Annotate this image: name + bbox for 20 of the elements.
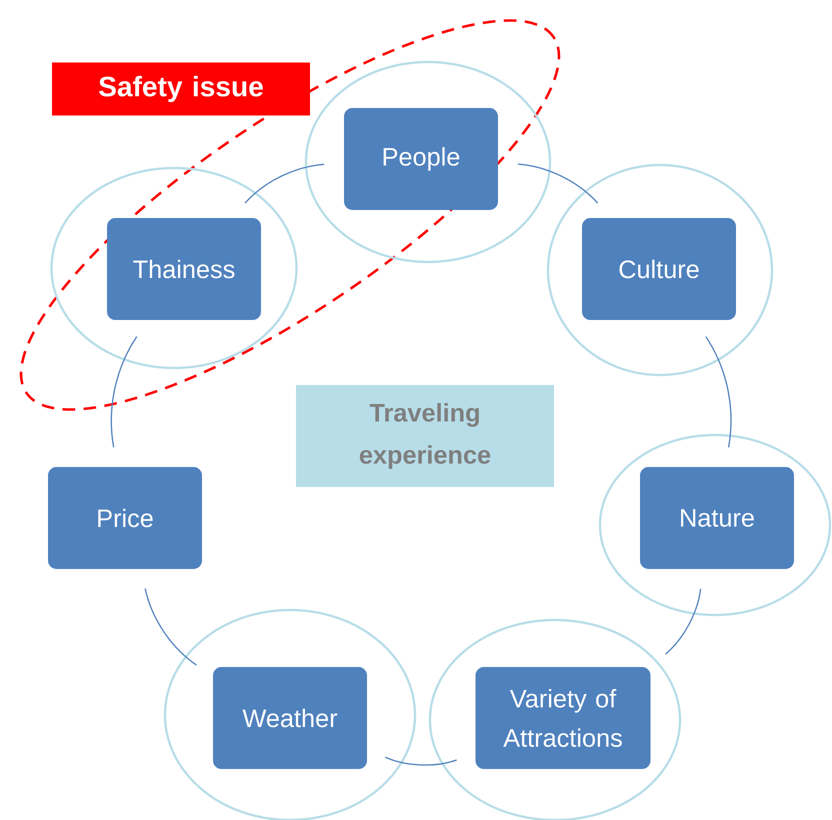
- ring-ellipse: [598, 434, 832, 616]
- topic-box: Weather: [213, 667, 367, 769]
- topic-box: People: [344, 108, 498, 210]
- connector-arc: [244, 164, 324, 204]
- ring-ellipse: [50, 166, 298, 370]
- topic-box: Variety of Attractions: [476, 667, 650, 769]
- ring-ellipse: [546, 164, 774, 376]
- label-box: Safety issue: [52, 62, 310, 116]
- topic-box: Culture: [582, 218, 736, 320]
- connector-arc: [385, 756, 457, 766]
- topic-box: Nature: [640, 467, 794, 569]
- connector-arc: [665, 588, 702, 655]
- connector-arc: [705, 336, 732, 448]
- connector-arc: [110, 336, 138, 448]
- ring-ellipse: [304, 60, 552, 264]
- topic-box: Thainess: [107, 218, 261, 320]
- connector-arc: [518, 164, 598, 204]
- center-box: Traveling experience: [296, 385, 554, 487]
- topic-box: Price: [48, 467, 202, 569]
- connector-arc: [144, 588, 197, 666]
